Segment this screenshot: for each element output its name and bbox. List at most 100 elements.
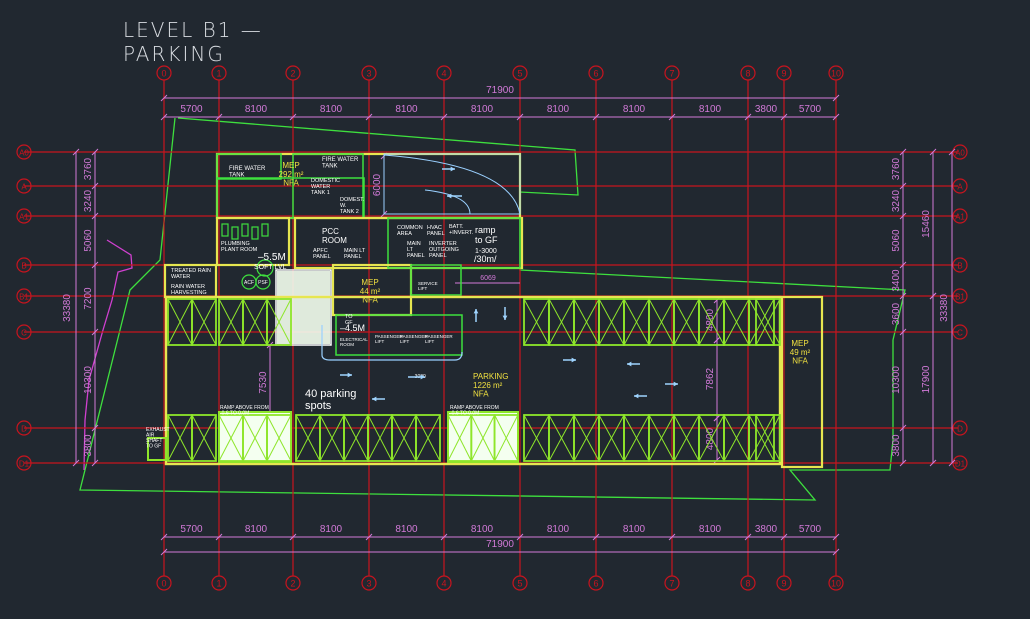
dimension-label: 3800: [755, 104, 778, 115]
ramp-stall-x: [218, 414, 244, 462]
ramp-curve: [383, 154, 521, 215]
dimension-tick: [929, 292, 937, 300]
dimension-label: 5700: [799, 104, 822, 115]
grid-bubble-col-5: [512, 65, 528, 81]
dimension-tick: [713, 414, 721, 422]
dimension-tick: [832, 113, 840, 121]
pump-equipment: [221, 223, 229, 237]
grid-bubble-row-A: [952, 178, 968, 194]
drawing-title-line2: PARKING: [123, 42, 225, 66]
ramp-stall: [266, 414, 292, 462]
dimension-label: 8100: [547, 524, 570, 535]
dimension-tick: [91, 459, 99, 467]
dimension-label: 8100: [471, 104, 494, 115]
label-acf: ACF: [244, 280, 254, 286]
drive-aisle-curve: [321, 325, 463, 361]
grid-bubble-col-9: [776, 65, 792, 81]
grid-bubble-col-3: [361, 65, 377, 81]
dimension-label: 4800: [705, 427, 716, 450]
dimension-tick: [516, 113, 524, 121]
grid-bubble-row-B: [16, 257, 32, 273]
parking-stall-x: [319, 414, 345, 462]
site-outline: [79, 117, 906, 501]
grid-label-col: 9: [781, 579, 786, 589]
property-line: [83, 239, 133, 471]
grid-label-col: 3: [366, 69, 371, 79]
grid-bubble-row-A0: [16, 144, 32, 160]
fire-water-tank-room: [216, 153, 282, 180]
parking-stall-x: [266, 298, 292, 346]
dimension-label: 8100: [395, 104, 418, 115]
dimension-label-overall-left: 33380: [62, 294, 73, 322]
dimension-tick: [780, 533, 788, 541]
dimension-label: 7200: [83, 287, 94, 310]
parking-stall-x: [548, 414, 575, 462]
grid-bubble-row-D1: [16, 455, 32, 471]
lift-lobby: [335, 314, 463, 356]
parking-stall-x: [598, 298, 625, 346]
dimension-tick: [899, 328, 907, 336]
dimension-label: 3400: [891, 269, 902, 292]
dimension-tick: [668, 533, 676, 541]
dimension-label: 5700: [180, 104, 203, 115]
parking-stall-x: [755, 414, 781, 462]
grid-bubble-col-0: [156, 65, 172, 81]
grid-bubble-col-2: [285, 65, 301, 81]
dimension-label-overall: 71900: [486, 539, 514, 550]
traffic-arrow-head: [673, 381, 678, 387]
dimension-tick: [948, 459, 956, 467]
dimension-label: 8100: [245, 524, 268, 535]
grid-label-col: 5: [517, 69, 522, 79]
dimension-tick: [592, 113, 600, 121]
dimension-tick: [832, 94, 840, 102]
parking-stall: [755, 298, 781, 346]
grid-bubble-col-10: [828, 65, 844, 81]
dimension-tick: [72, 459, 80, 467]
dimension-tick: [592, 533, 600, 541]
parking-stall-x: [673, 298, 700, 346]
parking-stall-x: [367, 414, 393, 462]
dimension-label: 3800: [83, 434, 94, 457]
traffic-arrow-head: [347, 372, 352, 378]
dimension-tick: [289, 113, 297, 121]
dimension-tick: [899, 212, 907, 220]
label-ramp-above-1: RAMP ABOVE FROM-0.6 TO 0.0M: [220, 405, 269, 417]
dimension-tick: [365, 533, 373, 541]
site-boundary: [79, 117, 906, 501]
parking-stall-x: [623, 414, 650, 462]
pump-equipment: [231, 226, 239, 240]
parking-stall-x: [167, 414, 193, 462]
panel-rooms: [387, 217, 521, 269]
dimension-label: 17900: [921, 365, 932, 393]
parking-stall-x: [573, 414, 600, 462]
grid-label-row: C: [21, 329, 27, 338]
grid-bubble-col-7: [664, 65, 680, 81]
grid-label-col: 4: [441, 69, 446, 79]
dimension-label-overall-right: 33380: [939, 294, 950, 322]
traffic-arrow-head: [420, 374, 425, 380]
dimension-tick: [215, 533, 223, 541]
grid-label-col: 10: [831, 579, 841, 589]
parking-stall: [755, 414, 781, 462]
dimension-label: 8100: [699, 104, 722, 115]
dimension-tick: [744, 113, 752, 121]
label-ramp-slope: 1-3000: [475, 248, 497, 255]
parking-stall-x: [415, 414, 441, 462]
dimension-tick: [160, 113, 168, 121]
grid-bubble-col-8: [740, 65, 756, 81]
label-level-plumbing: –5.5M: [258, 252, 286, 263]
dimension-tick: [744, 533, 752, 541]
grid-bubble-row-C: [16, 324, 32, 340]
grid-bubble-col-1: [211, 575, 227, 591]
grid-label-col: 1: [216, 69, 221, 79]
dimension-tick: [713, 456, 721, 464]
